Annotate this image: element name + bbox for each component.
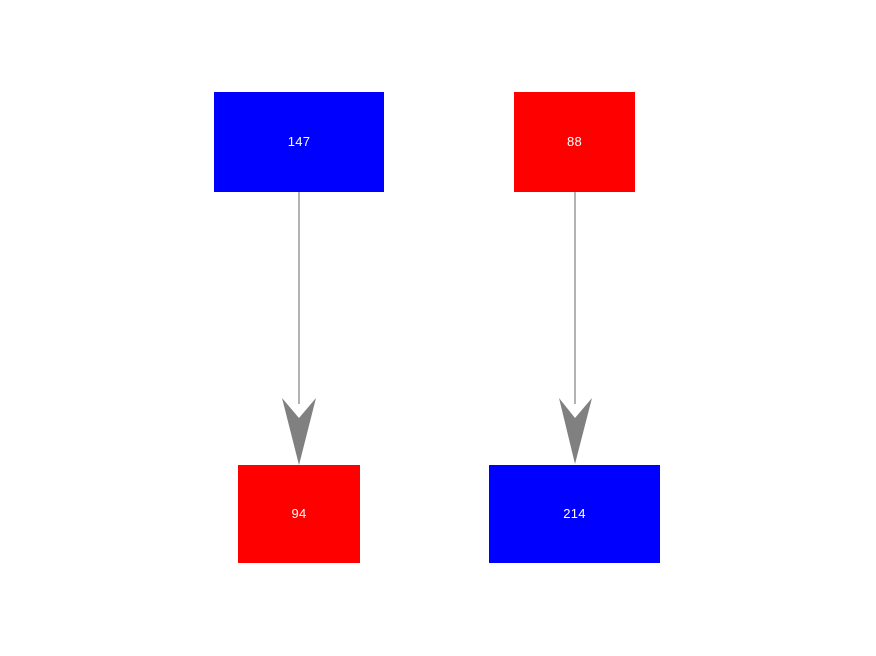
node-label: 88: [566, 133, 583, 149]
arrowhead-icon: [559, 398, 592, 464]
arrowhead-icon: [282, 398, 316, 465]
edge-88-to-214: [559, 192, 592, 464]
graph-node-147[interactable]: 147: [214, 92, 384, 192]
graph-node-214[interactable]: 214: [489, 465, 660, 563]
node-label: 147: [287, 133, 311, 149]
graph-node-88[interactable]: 88: [514, 92, 635, 192]
node-label: 94: [291, 505, 307, 521]
graph-node-94[interactable]: 94: [238, 465, 360, 563]
node-label: 214: [563, 505, 586, 521]
edge-147-to-94: [282, 192, 316, 465]
